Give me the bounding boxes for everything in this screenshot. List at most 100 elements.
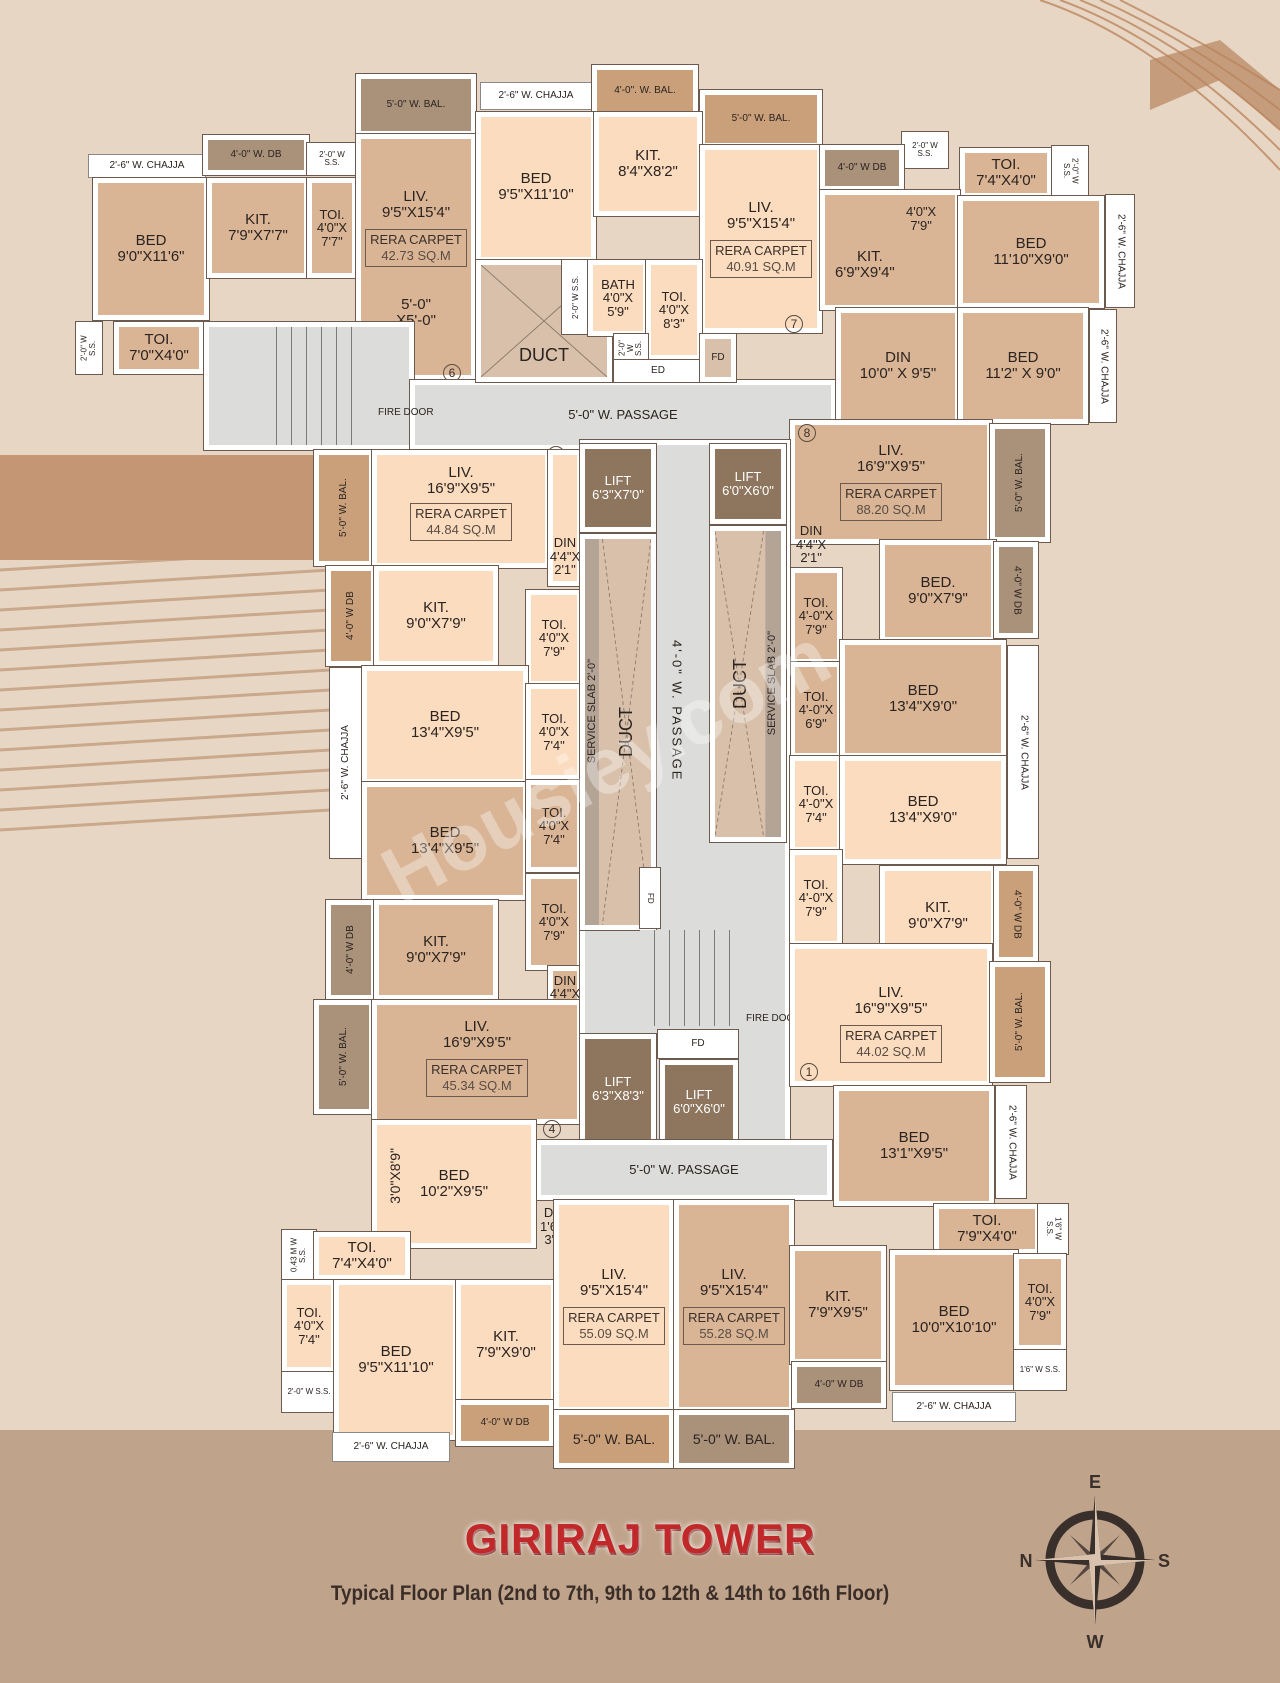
project-title: GIRIRAJ TOWER bbox=[464, 1515, 816, 1562]
room-dim: 4'0"X bbox=[1024, 1294, 1056, 1310]
f2-bedroom-1: BED 13'1"X9'5" bbox=[833, 1085, 995, 1207]
room-dim: 4'0"X bbox=[658, 302, 690, 318]
label: 2'-6" W. CHAJJA bbox=[1098, 328, 1110, 404]
compass-right-label: S bbox=[1158, 1551, 1170, 1571]
room-name: KIT. bbox=[423, 599, 449, 617]
rera-label: RERA CARPET bbox=[688, 1309, 780, 1325]
room-dim: 9'5"X15'4" bbox=[726, 214, 796, 232]
label: DUCT bbox=[615, 707, 636, 757]
label: 2'-0" W S.S. bbox=[912, 140, 938, 158]
room-dim: 7'9" bbox=[543, 643, 565, 659]
label: 2'-6" W. CHAJJA bbox=[498, 89, 574, 101]
room-name: DIN bbox=[885, 349, 911, 367]
compass-icon: E N S W bbox=[1020, 1472, 1171, 1652]
room-name: TOI. bbox=[296, 1304, 322, 1320]
f1-dress-balcony: 4'-0" W DB bbox=[993, 865, 1039, 963]
room-name: TOI. bbox=[661, 288, 687, 304]
room-name: BED bbox=[907, 682, 939, 700]
room-name: TOI. bbox=[541, 900, 567, 916]
room-dim: 16"9"X9"5" bbox=[854, 999, 928, 1017]
duct-right: DUCT SERVICE SLAB 2'-0" bbox=[709, 525, 787, 843]
room-dim: 4'0"X bbox=[538, 914, 570, 930]
room-dim: 4'0"X bbox=[538, 630, 570, 646]
room-dim: 13'4"X9'0" bbox=[888, 698, 958, 715]
compass-rose: E N S W bbox=[1020, 1470, 1171, 1652]
rera-value: 55.28 SQ.M bbox=[699, 1325, 769, 1341]
flat-number-7: 7 bbox=[785, 315, 803, 333]
rera-value: 45.34 SQ.M bbox=[442, 1077, 512, 1093]
lift-top-left: LIFT 6'3"X7'0" bbox=[579, 443, 657, 533]
room-name: TOI. bbox=[803, 688, 829, 704]
f5-kitchen: KIT. 9'0"X7'9" bbox=[373, 565, 499, 667]
lift-bottom-left: LIFT 6'3"X8'3" bbox=[579, 1033, 657, 1145]
f8-service-shaft: 2'-0" W S.S. bbox=[901, 131, 949, 169]
label: 4'-0" W DB bbox=[837, 161, 887, 173]
label: 4'-0" W DB bbox=[1011, 565, 1023, 615]
room-dim: 9'5"X15'4" bbox=[381, 203, 451, 221]
f7-kitchen-balcony: 4'-0". W. BAL. bbox=[591, 64, 699, 118]
lift-name: LIFT bbox=[604, 1074, 632, 1090]
label: 5'-0" W. BAL. bbox=[1013, 992, 1025, 1052]
fire-duct-top: FD bbox=[699, 333, 737, 383]
service-slab-label: SERVICE SLAB 2'-0" bbox=[766, 631, 779, 736]
f6-bedroom: BED 9'0"X11'6" bbox=[92, 177, 210, 321]
f6-dress-balcony: 4'-0" W. DB bbox=[202, 134, 310, 176]
f8-bedroom-1: BED 11'10"X9'0" bbox=[957, 195, 1105, 309]
rera-label: RERA CARPET bbox=[431, 1061, 523, 1077]
f3-toilet-1: TOI. 7'4"X4'0" bbox=[313, 1231, 411, 1281]
f3-bedroom-1: BED 10'2"X9'5" bbox=[371, 1119, 537, 1249]
label: 5'-0" W. BAL. bbox=[692, 1430, 776, 1447]
room-dim: 4'0"X bbox=[538, 724, 570, 740]
f7-toilet: TOI. 4'0"X 8'3" bbox=[645, 259, 703, 361]
f7-kitchen: KIT. 8'4"X8'2" bbox=[593, 111, 703, 217]
rera-value: 42.73 SQ.M bbox=[381, 247, 451, 263]
f5-chajja: 2'-6" W. CHAJJA bbox=[329, 667, 363, 859]
electric-duct: ED bbox=[613, 359, 703, 383]
room-name: BED. bbox=[920, 574, 956, 592]
room-name: KIT. bbox=[493, 1328, 519, 1346]
f5-balcony: 5'-0" W. BAL. bbox=[313, 449, 375, 567]
room-name: TOI. bbox=[803, 782, 829, 798]
dim: 4'4"X bbox=[796, 536, 827, 552]
room-name: BED bbox=[907, 793, 939, 811]
label: 5'-0" W. PASSAGE bbox=[568, 407, 678, 423]
flat-number-1: 1 bbox=[800, 1063, 818, 1081]
room-dim: 10'0"X10'10" bbox=[911, 1319, 997, 1336]
room-name: KIT. bbox=[245, 211, 271, 229]
lift-dim: 6'3"X8'3" bbox=[592, 1088, 644, 1103]
f7-service-shaft-2: 2'-0" W S.S. bbox=[613, 333, 649, 363]
f7-service-shaft: 2'-0" W S.S. bbox=[561, 259, 591, 335]
rera-value: 40.91 SQ.M bbox=[726, 258, 796, 274]
f6-toilet-2: TOI. 7'0"X4'0" bbox=[113, 321, 205, 375]
f5-bedroom: BED 13'4"X9'5" bbox=[361, 665, 529, 785]
label: 2'-6" W. CHAJJA bbox=[353, 1440, 429, 1452]
compass-bottom-label: W bbox=[1087, 1632, 1104, 1650]
f7-chajja: 2'-6" W. CHAJJA bbox=[480, 82, 592, 110]
label: FD bbox=[711, 351, 725, 363]
rera-label: RERA CARPET bbox=[415, 505, 507, 521]
room-name: LIV. bbox=[403, 188, 429, 205]
room-name: BED bbox=[520, 170, 552, 188]
rera-value: 55.09 SQ.M bbox=[579, 1325, 649, 1341]
f8-toilet-2: TOI. 4'-0"X 6'9" bbox=[789, 661, 843, 759]
room-dim: 9'0"X7'9" bbox=[406, 615, 466, 632]
f3-bedroom-2: BED 9'5"X11'10" bbox=[333, 1279, 459, 1441]
room-dim: 4'0"X bbox=[538, 818, 570, 834]
plan-subtitle: Typical Floor Plan (2nd to 7th, 9th to 1… bbox=[330, 1582, 890, 1605]
rera-value: 44.84 SQ.M bbox=[426, 521, 496, 537]
f2-dress-balcony: 4'-0" W DB bbox=[791, 1361, 887, 1409]
f6-toilet: TOI. 4'0"X 7'7" bbox=[306, 177, 358, 279]
lift-name: LIFT bbox=[685, 1087, 713, 1103]
room-name: BED bbox=[898, 1129, 930, 1147]
f4-toilet-1: TOI. 4'0"X 7'4" bbox=[525, 779, 583, 873]
lower-band bbox=[0, 1430, 1280, 1683]
room-name: TOI. bbox=[803, 594, 829, 610]
label: FIRE DOOR bbox=[378, 407, 434, 418]
f8-bedroom-3: BED. 9'0"X7'9" bbox=[879, 539, 997, 643]
label: 5'-0" W. BAL. bbox=[337, 1027, 349, 1087]
